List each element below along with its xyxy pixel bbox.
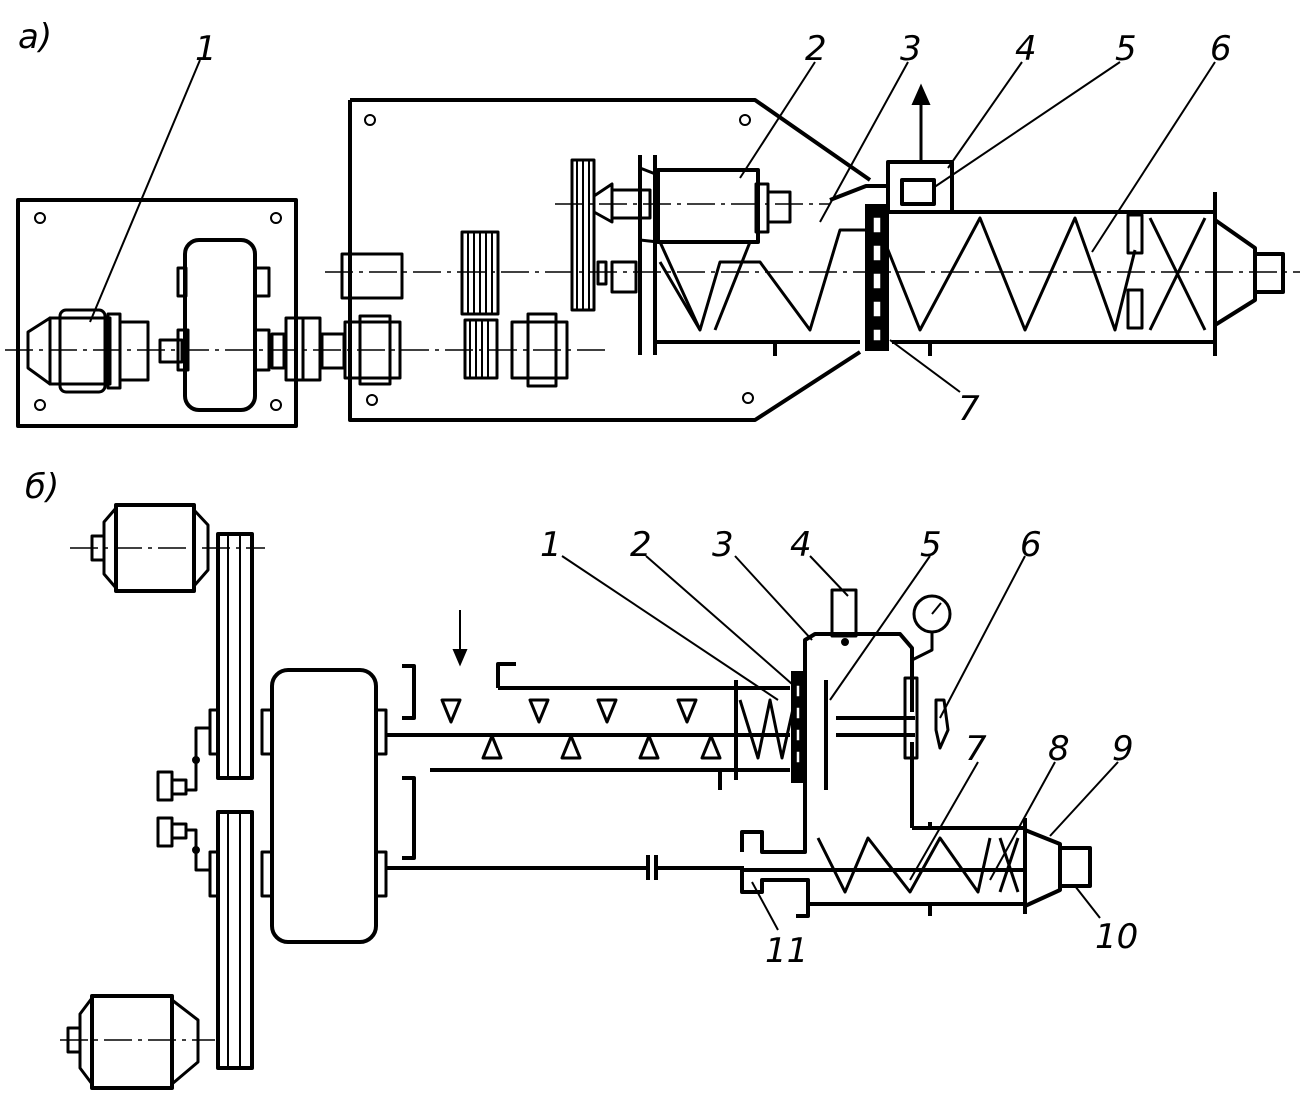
lower-shaft-a xyxy=(343,312,569,388)
head-a xyxy=(829,83,954,351)
diagram-b: б) xyxy=(25,467,1138,1090)
machine-frame xyxy=(348,98,872,422)
vacuum-chamber-b xyxy=(791,588,952,852)
callout-a-7: 7 xyxy=(958,389,980,429)
lower-drive-shaft-b xyxy=(386,855,740,880)
callout-a-4: 4 xyxy=(1015,29,1037,69)
leaders-b xyxy=(561,555,1119,931)
callouts-a: 1 2 3 4 5 6 7 xyxy=(195,29,1232,429)
callout-b-6: 6 xyxy=(1020,525,1042,565)
panel-label-b: б) xyxy=(25,467,59,507)
callout-a-2: 2 xyxy=(805,29,827,69)
upper-shaft-a xyxy=(340,158,652,316)
callout-b-5: 5 xyxy=(920,525,942,565)
belt-drives-b xyxy=(208,532,254,1070)
diagram-a: а) xyxy=(5,17,1300,429)
callout-a-5: 5 xyxy=(1115,29,1137,69)
electric-motor xyxy=(26,308,184,394)
callout-b-9: 9 xyxy=(1112,729,1134,769)
callout-a-3: 3 xyxy=(900,29,922,69)
callout-b-2: 2 xyxy=(630,525,652,565)
clutches-b xyxy=(156,726,210,872)
top-motor-b xyxy=(70,503,265,593)
callout-a-1: 1 xyxy=(195,29,217,69)
coupling-a xyxy=(270,316,346,382)
extrusion-screw-b xyxy=(740,818,1092,918)
callout-b-8: 8 xyxy=(1048,729,1070,769)
callout-b-11: 11 xyxy=(765,931,808,971)
feed-barrel-b xyxy=(386,662,797,860)
callouts-b: 1 2 3 4 5 6 7 8 9 10 11 xyxy=(540,525,1138,971)
callout-b-3: 3 xyxy=(712,525,734,565)
motor-base-plate xyxy=(16,198,298,428)
panel-label-a: а) xyxy=(18,17,52,57)
bottom-motor-b xyxy=(60,994,215,1090)
feed-arrow-b xyxy=(452,610,468,667)
gearbox-a xyxy=(176,238,271,412)
roller-a xyxy=(638,166,792,331)
callout-a-6: 6 xyxy=(1210,29,1232,69)
callout-b-10: 10 xyxy=(1095,917,1138,957)
extruder-barrel-a xyxy=(638,155,1285,356)
callout-b-7: 7 xyxy=(965,729,987,769)
callout-b-1: 1 xyxy=(540,525,562,565)
gearbox-b xyxy=(260,668,388,944)
leaders-a xyxy=(89,59,1216,393)
callout-b-4: 4 xyxy=(790,525,812,565)
